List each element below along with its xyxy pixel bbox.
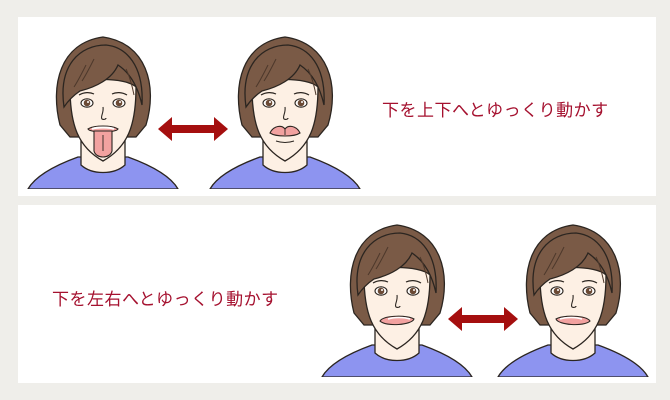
figure-tongue-up <box>209 36 361 189</box>
figure-tongue-out-down <box>27 36 179 189</box>
exercise-panel-horizontal: 下を左右へとゆっくり動かす <box>18 205 656 383</box>
caption-move-tongue-up-down: 下を上下へとゆっくり動かす <box>382 101 609 121</box>
caption-move-tongue-left-right: 下を左右へとゆっくり動かす <box>52 290 279 310</box>
exercise-panel-vertical: 下を上下へとゆっくり動かす <box>18 17 656 196</box>
figure-tongue-right <box>497 224 649 377</box>
figure-tongue-left <box>321 224 473 377</box>
